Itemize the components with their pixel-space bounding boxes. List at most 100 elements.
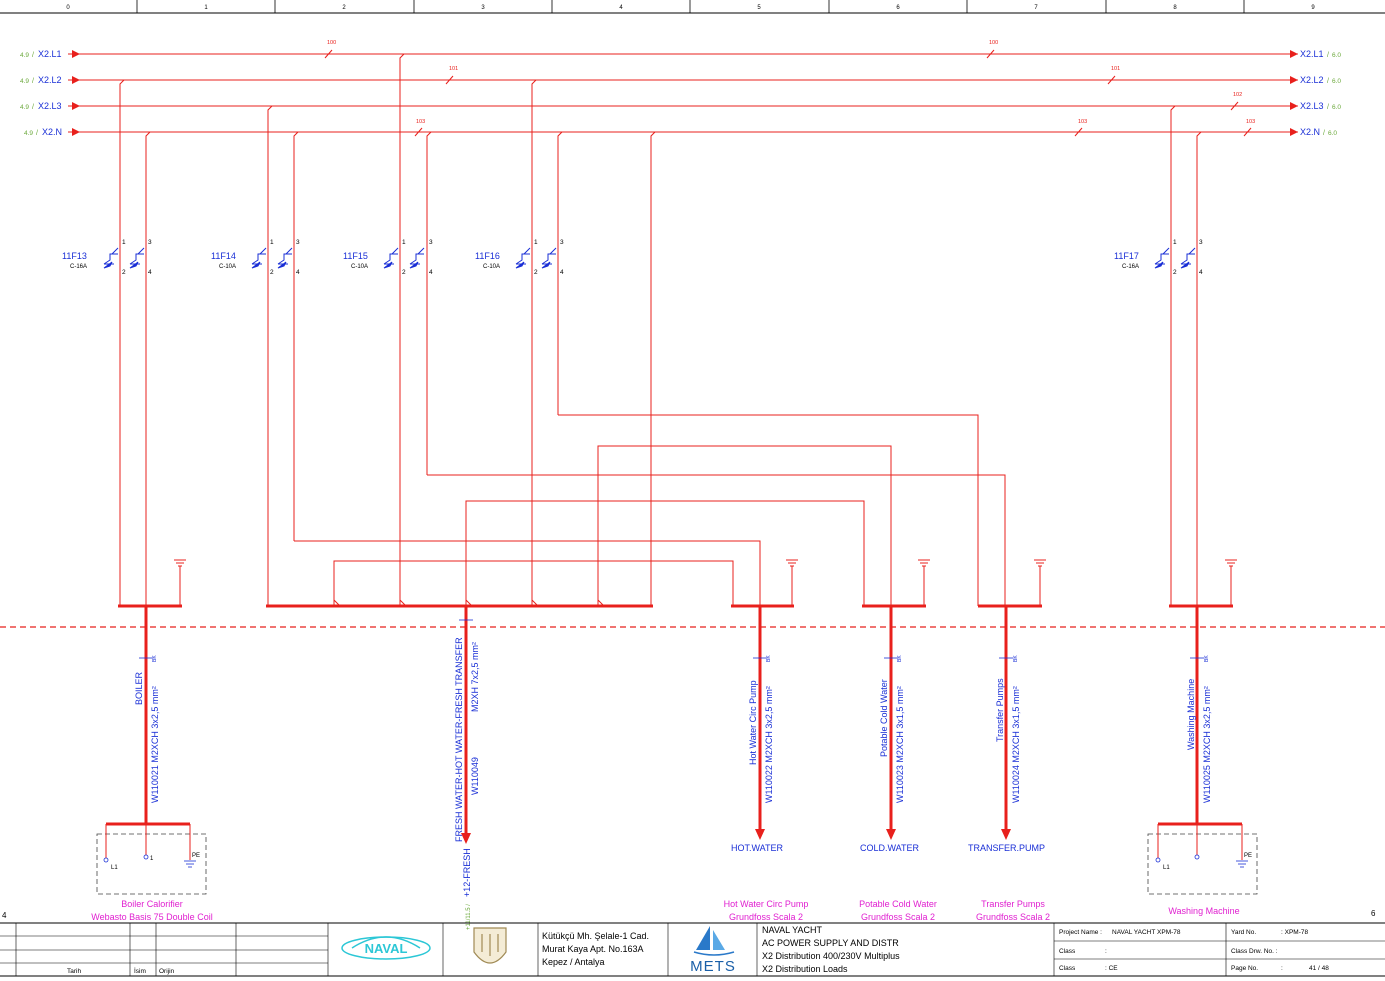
cable-markers [139, 619, 1204, 659]
class2-label: Class [1059, 965, 1076, 972]
wire-number: 100 [989, 40, 998, 46]
cable-spec-washing: W110025 M2XCH 3x2,5 mm² [1202, 686, 1212, 803]
load-cold-line2: Grundfoss Scala 2 [861, 912, 935, 922]
rev-header-origin: Orijin [159, 968, 175, 975]
terminal-pe: PE [1244, 853, 1252, 859]
breaker-11f13[interactable]: 11F13 C-16A 1 2 3 4 [62, 239, 152, 276]
svg-text:/: / [36, 130, 38, 137]
arrow-targets: +12-FRESH +11/11.5 / HOT.WATER COLD.WATE… [462, 843, 1045, 930]
breaker-pin: 1 [1173, 239, 1177, 246]
cable-spec-transfer: W110024 M2XCH 3x1,5 mm² [1011, 686, 1021, 803]
cable-name-washing: Washing Machine [1186, 679, 1196, 750]
load-cold-line1: Potable Cold Water [859, 899, 937, 909]
breaker-tag: 11F13 [62, 251, 87, 261]
ground-symbols [174, 559, 1237, 567]
target-fresh-ref: +11/11.5 / [466, 904, 472, 930]
bus-n-ref-in: 4.9 [24, 130, 33, 137]
cable-name-boiler: BOILER [134, 671, 144, 705]
bus-labels-right: X2.L1 / 6.0 X2.L2 / 6.0 X2.L3 / 6.0 X2.N… [1300, 49, 1341, 137]
breaker-pin: 1 [270, 239, 274, 246]
breaker-pin: 1 [122, 239, 126, 246]
breaker-pin: 3 [429, 239, 433, 246]
target-fresh[interactable]: +12-FRESH [462, 848, 472, 897]
breaker-pin: 4 [560, 269, 564, 276]
naval-logo: NAVAL [341, 936, 431, 960]
terminal-l1: L1 [1163, 865, 1170, 871]
wire-number: 101 [449, 66, 458, 72]
terminal-l1: L1 [111, 865, 118, 871]
bus-n-label-right[interactable]: X2.N [1300, 127, 1320, 137]
column-ruler: 0 1 2 3 4 5 6 7 8 9 [0, 0, 1385, 14]
class-label: Class [1059, 948, 1076, 955]
breaker-11f14[interactable]: 11F14 C-10A 1 2 3 4 [211, 239, 300, 276]
breaker-pin: 3 [148, 239, 152, 246]
breaker-pin: 4 [1199, 269, 1203, 276]
wire-number: 102 [1233, 92, 1242, 98]
title-line2: AC POWER SUPPLY AND DISTR [762, 938, 899, 948]
cable-name-fresh: FRESH WATER-HOT WATER-FRESH TRANSFER [454, 637, 464, 842]
breaker-pin: 3 [1199, 239, 1203, 246]
breaker-pin: 2 [1173, 269, 1177, 276]
bus-l1-label-right[interactable]: X2.L1 [1300, 49, 1324, 59]
breaker-tag: 11F17 [1114, 251, 1139, 261]
load-box-boiler[interactable]: L1 1 PE [96, 824, 207, 895]
svg-text:/: / [32, 104, 34, 111]
project-label: Project Name : [1059, 929, 1102, 936]
breaker-pin: 2 [534, 269, 538, 276]
svg-text:/: / [1327, 52, 1329, 59]
breaker-11f16[interactable]: 11F16 C-10A 1 2 3 4 [475, 239, 564, 276]
cable-bundles [106, 604, 1242, 833]
address-line1: Kütükçü Mh. Şelale-1 Cad. [542, 931, 649, 941]
rev-header-name: İsim [134, 966, 146, 975]
breaker-rating: C-10A [351, 264, 368, 270]
mets-logo-text: METS [690, 958, 736, 975]
bus-l1-ref-in: 4.9 [20, 52, 29, 59]
breaker-11f15[interactable]: 11F15 C-10A 1 2 3 4 [343, 239, 433, 276]
ruler-col-6: 6 [896, 5, 900, 11]
class2-value: : CE [1105, 965, 1118, 972]
breaker-tag: 11F15 [343, 251, 368, 261]
svg-text:/: / [1323, 130, 1325, 137]
load-hotpump-line2: Grundfoss Scala 2 [729, 912, 803, 922]
bus-l2-label-left[interactable]: X2.L2 [38, 75, 62, 85]
load-descriptions: Boiler Calorifier Webasto Basis 75 Doubl… [91, 899, 1239, 922]
cable-bk: BK [897, 655, 903, 662]
bus-lines [68, 49, 1298, 137]
load-hotpump-line1: Hot Water Circ Pump [724, 899, 809, 909]
bus-l3-label-left[interactable]: X2.L3 [38, 101, 62, 111]
svg-text:/: / [32, 52, 34, 59]
bus-l2-label-right[interactable]: X2.L2 [1300, 75, 1324, 85]
load-transfer-line2: Grundfoss Scala 2 [976, 912, 1050, 922]
ruler-col-0: 0 [66, 5, 70, 11]
breaker-pin: 2 [122, 269, 126, 276]
breaker-11f17[interactable]: 11F17 C-16A 1 2 3 4 [1114, 239, 1203, 276]
bus-n-label-left[interactable]: X2.N [42, 127, 62, 137]
svg-text:/: / [1327, 78, 1329, 85]
cable-labels: BOILER W110021 M2XCH 3x2,5 mm² BK FRESH … [134, 637, 1212, 842]
bus-l1-label-left[interactable]: X2.L1 [38, 49, 62, 59]
breaker-pin: 4 [148, 269, 152, 276]
cable-bk: BK [152, 655, 158, 662]
crest-emblem [473, 927, 507, 964]
page-colon: : [1281, 965, 1283, 972]
target-cold-water[interactable]: COLD.WATER [860, 843, 920, 853]
ruler-col-3: 3 [481, 5, 485, 11]
cable-spec-boiler: W110021 M2XCH 3x2,5 mm² [150, 686, 160, 803]
yard-label: Yard No. [1231, 929, 1256, 936]
breaker-pin: 4 [429, 269, 433, 276]
page-number: 41 / 48 [1309, 965, 1329, 972]
cable-bk: BK [1013, 655, 1019, 662]
page-margin-right: 6 [1371, 909, 1376, 918]
wire-number: 101 [1111, 66, 1120, 72]
target-hot-water[interactable]: HOT.WATER [731, 843, 783, 853]
breaker-rating: C-10A [219, 264, 236, 270]
load-box-washing[interactable]: L1 PE [1147, 824, 1258, 895]
target-transfer-pump[interactable]: TRANSFER.PUMP [968, 843, 1045, 853]
breaker-pin: 3 [560, 239, 564, 246]
breaker-tag: 11F16 [475, 251, 500, 261]
title-block: Tarih İsim Orijin NAVAL Kütükçü Mh. Şela… [0, 922, 1385, 977]
bus-l3-label-right[interactable]: X2.L3 [1300, 101, 1324, 111]
cable-spec-hotwater: W110022 M2XCH 3x2,5 mm² [764, 686, 774, 803]
project-value: NAVAL YACHT XPM-78 [1112, 929, 1181, 936]
